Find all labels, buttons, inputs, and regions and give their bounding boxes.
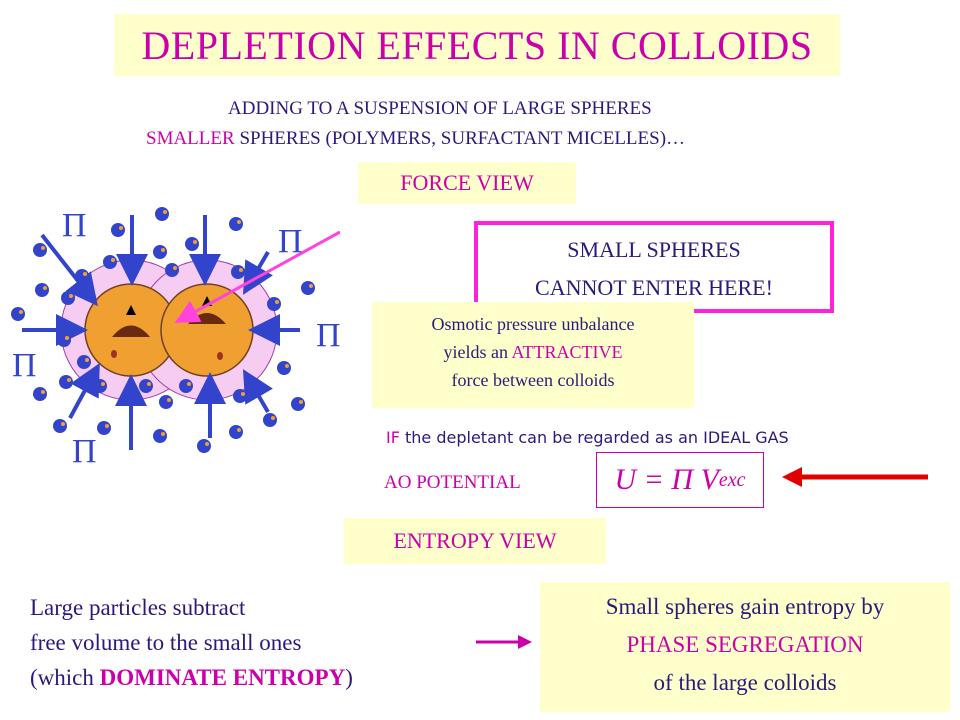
magenta-arrow-icon [476, 635, 532, 649]
ideal-gas-text: the depletant can be regarded as an IDEA… [399, 428, 789, 447]
gap-pointer [174, 230, 340, 323]
osmotic-line-3: force between colloids [451, 370, 615, 390]
phase-segregation-box: Small spheres gain entropy by PHASE SEGR… [540, 582, 950, 712]
intro-highlight: SMALLER [146, 128, 235, 149]
osmotic-line-1: Osmotic pressure unbalance [431, 314, 635, 334]
colloid-diagram: Π Π Π Π Π [11, 207, 340, 470]
pi-label-bottom: Π [72, 433, 97, 470]
osmotic-box: Osmotic pressure unbalance yields an ATT… [372, 302, 694, 408]
formula-main: U = Π V [614, 463, 719, 496]
force-view-label: FORCE VIEW [358, 162, 576, 204]
pi-label-right: Π [316, 317, 340, 354]
pi-label-top-right: Π [278, 223, 303, 260]
gain-line-2: PHASE SEGREGATION [626, 632, 864, 657]
large-particles-line-1: Large particles subtract [30, 595, 246, 620]
ao-potential-label: AO POTENTIAL [384, 472, 521, 493]
intro-text: ADDING TO A SUSPENSION OF LARGE SPHERES … [146, 94, 906, 154]
large-sphere-right [160, 283, 254, 377]
pi-label-top-left: Π [62, 207, 87, 244]
formula-subscript: exc [718, 468, 746, 491]
large-line-3-post: ) [345, 665, 353, 690]
small-spheres-box: SMALL SPHERES CANNOT ENTER HERE! [474, 221, 834, 313]
osmotic-line-2-pre: yields an [443, 342, 512, 362]
large-sphere-left [84, 283, 178, 377]
large-line-3-pre: (which [30, 665, 100, 690]
osmotic-highlight: ATTRACTIVE [511, 342, 623, 362]
large-particles-line-2: free volume to the small ones [30, 630, 302, 655]
intro-line-1: ADDING TO A SUSPENSION OF LARGE SPHERES [228, 98, 652, 119]
entropy-view-label: ENTROPY VIEW [344, 518, 606, 564]
page-title: DEPLETION EFFECTS IN COLLOIDS [114, 14, 840, 76]
gain-line-3: of the large colloids [653, 670, 837, 695]
small-spheres-line-2: CANNOT ENTER HERE! [535, 275, 773, 300]
gain-line-1: Small spheres gain entropy by [605, 594, 885, 619]
large-particles-text: Large particles subtract free volume to … [30, 590, 353, 695]
intro-line-2: SMALLER SPHERES (POLYMERS, SURFACTANT MI… [146, 124, 906, 154]
pi-labels: Π Π Π Π Π [12, 207, 340, 470]
osmotic-line-2: yields an ATTRACTIVE [372, 338, 694, 366]
pi-label-left: Π [12, 347, 37, 384]
dominate-entropy: DOMINATE ENTROPY [99, 665, 346, 690]
ideal-gas-keyword: IF [386, 428, 400, 447]
intro-line-2-rest: SPHERES (POLYMERS, SURFACTANT MICELLES)… [234, 128, 686, 149]
red-arrow-icon [782, 467, 928, 487]
ideal-gas-note: IF the depletant can be regarded as an I… [386, 428, 789, 447]
small-spheres [11, 207, 315, 453]
large-particles-line-3: (which DOMINATE ENTROPY) [30, 660, 353, 695]
small-spheres-line-1: SMALL SPHERES [567, 237, 741, 262]
